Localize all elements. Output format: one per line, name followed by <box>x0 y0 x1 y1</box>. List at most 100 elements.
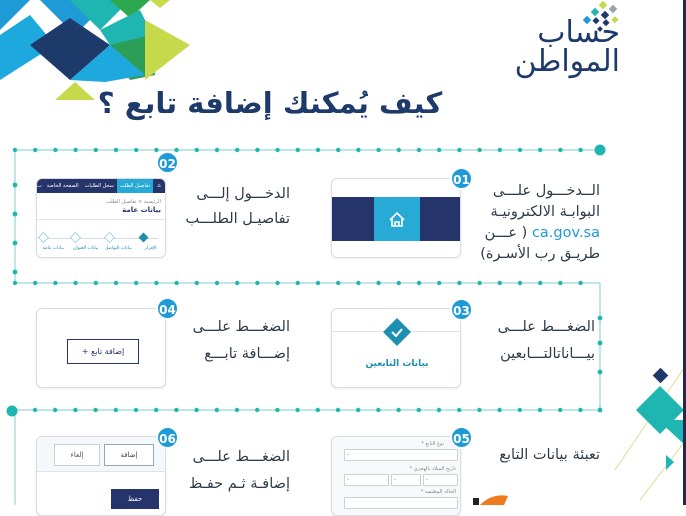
timeline-dot <box>93 407 98 413</box>
breadcrumb: الرئيسية > تفاصيل الطلب <box>106 199 161 205</box>
timeline-dot <box>174 280 179 286</box>
timeline-dot <box>12 182 18 188</box>
birth-month-select[interactable]: - <box>391 474 421 486</box>
timeline-dot <box>396 147 401 153</box>
timeline-dot <box>12 240 18 246</box>
progress-steps <box>38 232 149 243</box>
save-button[interactable]: حفظ <box>111 489 159 509</box>
timeline-dot <box>275 407 280 413</box>
step-2-line: تفاصيـل الطلـــب <box>185 211 290 227</box>
step-4-card: إضافة تابع + <box>36 308 166 388</box>
progress-step-label: بيانات التواصل <box>104 246 132 251</box>
progress-step-label: الإقرار <box>144 246 157 251</box>
logo-mark-icon <box>582 0 619 32</box>
timeline-dot <box>538 147 543 153</box>
timeline-dot <box>154 147 159 153</box>
timeline-dot <box>113 280 119 286</box>
timeline-dot <box>33 280 38 286</box>
step-1-text: الــدخـــول علـــى البوابـة الالكترونيـة… <box>475 181 600 265</box>
step-1-card <box>331 178 461 258</box>
timeline-dot <box>396 280 401 286</box>
step-3-line: بيـــاناتالتـــابعين <box>500 346 595 362</box>
timeline-dot <box>255 407 260 413</box>
employment-status-select[interactable] <box>344 497 458 509</box>
timeline-dot <box>93 280 99 286</box>
timeline-dot <box>356 147 361 153</box>
timeline-dot <box>396 407 401 413</box>
add-dependent-button[interactable]: إضافة تابع + <box>67 339 139 364</box>
timeline-dot <box>73 147 78 153</box>
home-icon[interactable]: ⌂ <box>157 183 161 189</box>
logo-line-2: المواطن <box>514 44 620 79</box>
field-label: الحالة الوظيفية * <box>420 489 456 495</box>
timeline-dot <box>214 147 220 153</box>
step-3-badge: 03 <box>450 298 473 321</box>
tab-personal[interactable]: الصفحة الخاصة <box>46 183 79 189</box>
timeline-dot <box>376 147 381 153</box>
timeline-dot <box>457 147 462 153</box>
tab-more[interactable]: ب <box>37 183 42 189</box>
timeline-dot <box>235 280 240 286</box>
step-2-badge: 02 <box>156 151 179 174</box>
timeline-dot <box>32 407 38 413</box>
timeline-dot <box>214 280 220 286</box>
step-2-line: الدخـــول إلـــى <box>196 186 290 202</box>
timeline-dot <box>356 407 361 413</box>
step-2-card: ⌂ تفاصيل الطلب سجل الطلبات الصفحة الخاصة… <box>36 178 166 258</box>
dependent-type-select[interactable]: - <box>344 449 458 461</box>
timeline-dot <box>457 280 462 286</box>
timeline-dot <box>12 211 18 217</box>
timeline-dot <box>133 407 139 413</box>
timeline-path <box>6 144 606 505</box>
section-heading: بيانات عامة <box>122 206 161 214</box>
timeline-dot <box>356 280 361 286</box>
portal-link[interactable]: ca.gov.sa <box>531 225 600 241</box>
timeline-dot <box>497 407 502 413</box>
timeline-dot <box>53 147 58 153</box>
timeline-dot <box>578 280 583 286</box>
timeline-dot <box>73 280 78 286</box>
timeline-dot <box>477 407 482 413</box>
timeline-dot <box>336 147 341 153</box>
timeline-dot <box>517 147 523 153</box>
step-6-card: إضافة إلغاء حفظ <box>36 436 166 516</box>
timeline-dot <box>93 147 99 153</box>
timeline-dot <box>578 147 583 153</box>
timeline-dot <box>194 147 199 153</box>
progress-step-label: بيانات عامة <box>42 246 64 251</box>
timeline-dot <box>416 147 422 153</box>
step-5-card: نوع التابع * - تاريخ الميلاد بالهجري * -… <box>331 436 461 516</box>
timeline-dot <box>12 147 18 153</box>
timeline-dot <box>517 280 523 286</box>
decorative-pattern <box>0 0 190 100</box>
timeline-dot <box>235 147 240 153</box>
timeline-dot <box>154 280 159 286</box>
timeline-dot <box>275 280 280 286</box>
field-label: نوع التابع * <box>421 441 444 447</box>
timeline-dot <box>255 280 260 286</box>
step-3-line: الضغـــط علـــى <box>497 319 595 335</box>
cancel-button[interactable]: إلغاء <box>54 444 100 466</box>
dependents-data-link[interactable]: بيانات التابعين <box>365 359 429 369</box>
birth-day-select[interactable]: - <box>423 474 458 486</box>
timeline-dot <box>558 407 563 413</box>
timeline-dot <box>497 147 502 153</box>
step-4-line: الضغـــط علـــى <box>192 319 290 335</box>
timeline-dot <box>477 147 482 153</box>
step-1-line: الــدخـــول علـــى <box>492 183 600 199</box>
tab-request-details[interactable]: تفاصيل الطلب <box>116 179 153 193</box>
timeline-dot <box>597 340 603 346</box>
timeline-dot <box>538 280 543 286</box>
tab-requests[interactable]: سجل الطلبات <box>84 183 114 189</box>
timeline-dot <box>437 280 442 286</box>
portal-home-button[interactable] <box>374 197 420 241</box>
add-button[interactable]: إضافة <box>104 444 154 466</box>
timeline-dot <box>295 407 300 413</box>
timeline-dot <box>597 315 603 321</box>
birth-year-select[interactable]: - <box>344 474 389 486</box>
timeline-dot <box>497 280 502 286</box>
timeline-dot <box>134 280 139 286</box>
dependents-check-icon[interactable] <box>382 317 412 347</box>
timeline-dot <box>295 280 300 286</box>
step-6-text: الضغـــط علـــى إضافـة ثـم حفـظ <box>165 444 290 498</box>
